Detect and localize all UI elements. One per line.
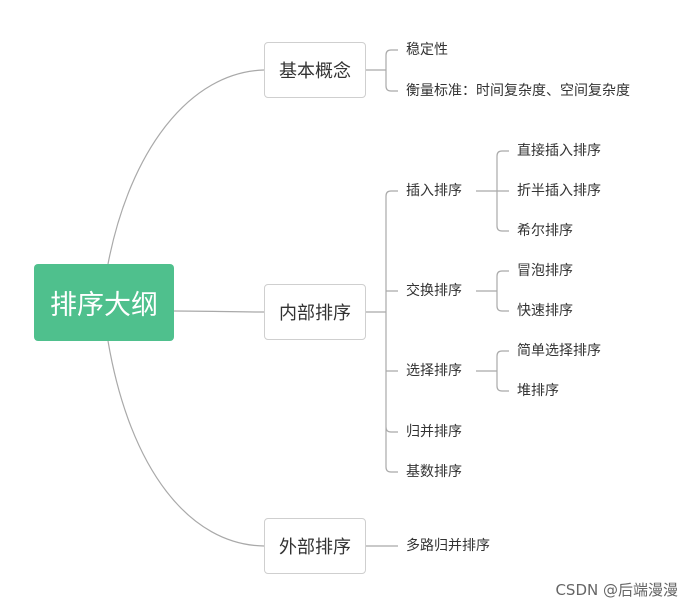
- leaf-stability[interactable]: 稳定性: [406, 42, 448, 58]
- branch-external-sort[interactable]: 外部排序: [264, 518, 366, 574]
- branch-basic-concept[interactable]: 基本概念: [264, 42, 366, 98]
- group-exchange-sort[interactable]: 交换排序: [406, 283, 462, 299]
- leaf-bubble-sort[interactable]: 冒泡排序: [517, 263, 573, 279]
- group-selection-sort[interactable]: 选择排序: [406, 363, 462, 379]
- edge-root-basic: [107, 69, 265, 265]
- edge-root-external: [107, 340, 265, 547]
- group-insertion-sort[interactable]: 插入排序: [406, 183, 462, 199]
- edge-basic-bracket: [366, 49, 398, 92]
- leaf-straight-insertion[interactable]: 直接插入排序: [517, 143, 601, 159]
- watermark: CSDN @后端漫漫: [555, 581, 678, 599]
- leaf-merge-sort[interactable]: 归并排序: [406, 424, 462, 440]
- root-node[interactable]: 排序大纲: [34, 264, 174, 341]
- branch-internal-sort[interactable]: 内部排序: [264, 284, 366, 340]
- edge-selection-group: [476, 350, 509, 392]
- leaf-simple-selection[interactable]: 简单选择排序: [517, 343, 601, 359]
- leaf-quick-sort[interactable]: 快速排序: [517, 303, 573, 319]
- edge-exchange-group: [476, 270, 509, 312]
- leaf-multiway-merge[interactable]: 多路归并排序: [406, 538, 490, 554]
- leaf-binary-insertion[interactable]: 折半插入排序: [517, 183, 601, 199]
- edge-root-internal: [173, 310, 265, 313]
- edge-insertion-group: [476, 150, 509, 232]
- edge-internal-bracket: [366, 190, 398, 473]
- leaf-radix-sort[interactable]: 基数排序: [406, 464, 462, 480]
- leaf-shell-sort[interactable]: 希尔排序: [517, 223, 573, 239]
- leaf-heap-sort[interactable]: 堆排序: [517, 383, 559, 399]
- leaf-measure-standard[interactable]: 衡量标准：时间复杂度、空间复杂度: [406, 83, 630, 99]
